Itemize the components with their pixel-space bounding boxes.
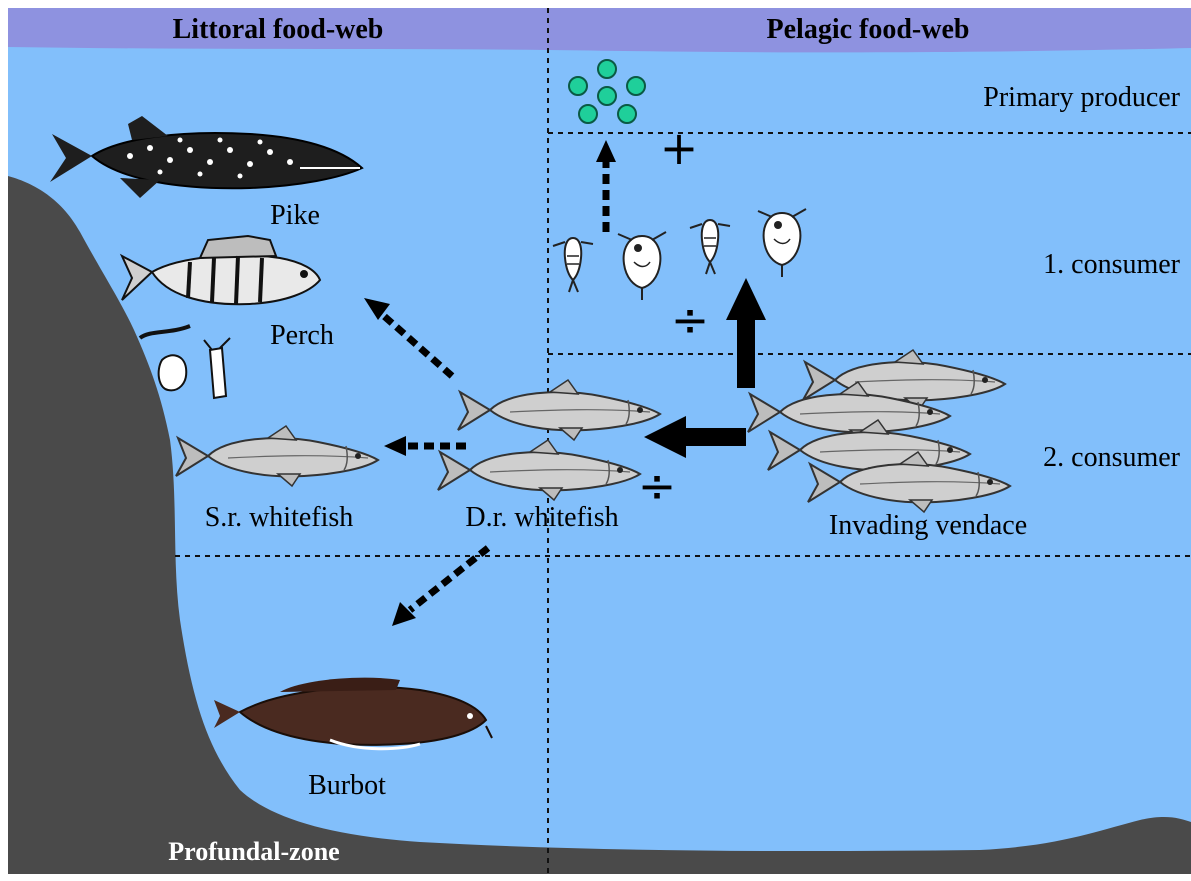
profundal-zone-label: Profundal-zone (168, 837, 339, 866)
littoral-header: Littoral food-web (173, 14, 384, 45)
burbot-label: Burbot (308, 770, 386, 801)
pelagic-header: Pelagic food-web (767, 14, 970, 45)
level-2-consumer: 2. consumer (1043, 442, 1181, 473)
negative-effect-sign: ÷ (638, 459, 677, 513)
level-1-consumer: 1. consumer (1043, 249, 1181, 280)
perch-label: Perch (270, 320, 334, 351)
vendace-label: Invading vendace (829, 510, 1027, 541)
level-primary-producer: Primary producer (983, 82, 1180, 113)
negative-effect-sign: ÷ (671, 293, 710, 347)
dr-whitefish-label: D.r. whitefish (465, 502, 618, 533)
pike-label: Pike (270, 200, 320, 231)
sr-whitefish-label: S.r. whitefish (205, 502, 354, 533)
positive-effect-sign: + (660, 121, 699, 175)
